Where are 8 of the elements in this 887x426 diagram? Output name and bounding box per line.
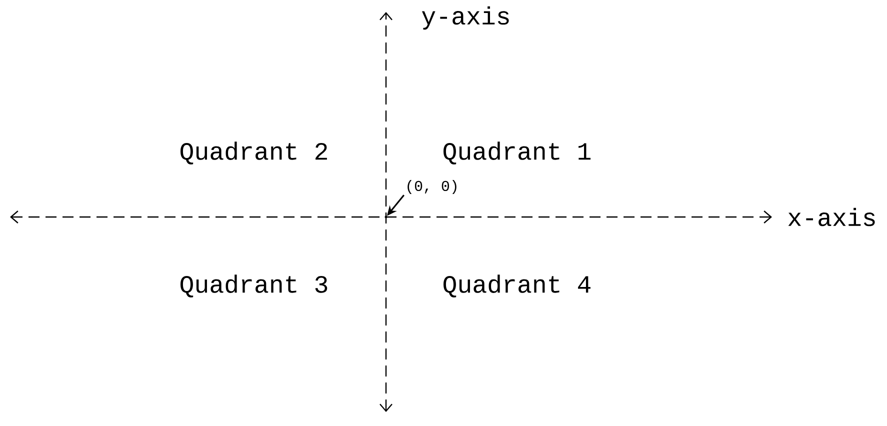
- axis-label: x-axis: [788, 208, 875, 226]
- coordinate-label: (0, 0): [404, 179, 460, 195]
- axis-label: Quadrant 2: [180, 142, 327, 164]
- axis-label: Quadrant 1: [444, 142, 591, 164]
- axis-label: Quadrant 4: [444, 274, 590, 298]
- axis-label: Quadrant 3: [180, 274, 328, 298]
- axis-label: y-axis: [422, 6, 509, 30]
- origin-point: [384, 216, 388, 218]
